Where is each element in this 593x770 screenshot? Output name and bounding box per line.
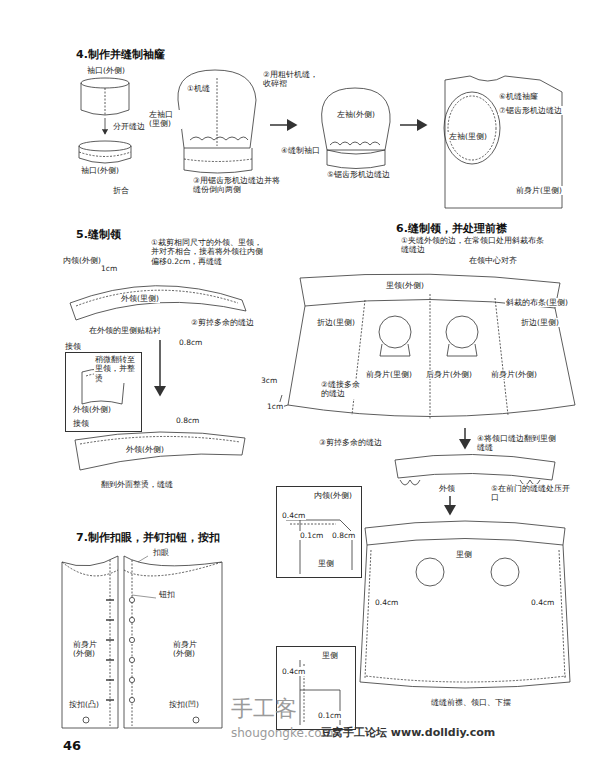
- callout-label: 0.4cm: [530, 598, 555, 607]
- callout-label: 左袖(里侧): [448, 132, 488, 141]
- callout-label: 钮扣: [158, 590, 176, 599]
- callout-label: 接领: [64, 342, 82, 351]
- section-heading: 46: [62, 738, 82, 754]
- section-heading: 6.缝制领，并处理前襟: [395, 222, 508, 236]
- bodice-piece: [444, 76, 562, 208]
- callout-label: 斜裁的布条(里侧): [505, 298, 569, 307]
- callout-label: ②缝接多余的缝边: [320, 380, 362, 399]
- button: [129, 677, 134, 682]
- callout-label: 袖口(外侧): [86, 66, 126, 75]
- buttonhole: [106, 679, 114, 680]
- buttonhole: [106, 619, 114, 620]
- callout-label: ②剪掉多余的缝边: [190, 318, 255, 327]
- callout-label: ①夹缝外领的边，在常领口处用斜裁布条缝缝边: [400, 236, 547, 255]
- callout-label: 外领(外侧): [125, 445, 165, 454]
- callout-label: ⑦锯齿形机边缝边: [498, 106, 563, 115]
- callout-label: 内领(外侧): [62, 256, 102, 265]
- callout-label: 袖口(外侧): [80, 166, 120, 175]
- callout-label: 1cm: [100, 264, 118, 273]
- section-heading: 5.缝制领: [75, 228, 122, 242]
- collar-pieces: [70, 286, 246, 470]
- callout-label: 3cm: [260, 376, 278, 385]
- callout-label: 折合: [112, 186, 130, 195]
- callout-label: 前身片(里侧): [515, 186, 563, 195]
- callout-label: ③用锯齿形机边缝边并将缝份倒向两侧: [192, 176, 286, 195]
- callout-label: 左袖口(里侧): [148, 110, 182, 129]
- callout-label: ③剪掉多余的缝边: [318, 438, 383, 447]
- callout-label: 左袖(外侧): [336, 110, 376, 119]
- callout-label: ⑥机缝袖窿: [498, 92, 539, 101]
- callout-label: ⑤锯齿形机边缝边: [326, 170, 391, 179]
- button: [129, 657, 134, 662]
- inset-label: 外领(外侧): [72, 405, 112, 414]
- button: [129, 597, 134, 602]
- callout-label: 扣眼: [152, 548, 170, 557]
- callout-label: 前身片(外侧): [490, 370, 538, 379]
- inset-label: 0.4cm: [281, 667, 306, 676]
- callout-label: 在外领的里侧贴粘衬: [88, 326, 162, 335]
- gathered-sleeve: [322, 88, 426, 169]
- buttons-and-holes: [106, 597, 135, 702]
- inset-label: 稍微翻转至里领，并整烫: [94, 355, 138, 383]
- button: [129, 617, 134, 622]
- callout-label: 后身片(外侧): [425, 370, 473, 379]
- inset-label: 里侧: [317, 559, 335, 568]
- inset-box: 稍微翻转至里领，并整烫外领(外侧) 接领: [65, 352, 142, 432]
- callout-label: 在领中心对齐: [468, 256, 518, 265]
- buttonhole: [106, 639, 114, 640]
- callout-label: ②用粗针机缝，收碎褶: [262, 70, 326, 89]
- callout-label: 前身片(里侧): [365, 370, 413, 379]
- inset-label: 0.4cm: [281, 511, 306, 520]
- callout-label: ①裁剪相同尺寸的外领、里领，并对齐相合，接着将外领往内侧偏移0.2cm，再缝缝: [150, 238, 264, 266]
- buttonhole: [106, 599, 114, 600]
- watermark: 手工客: [230, 695, 298, 723]
- callout-label: 折边(里侧): [316, 318, 356, 327]
- callout-label: 0.8cm: [178, 338, 203, 347]
- watermark: shougongke.com: [230, 726, 334, 741]
- callout-label: 按扣(凸): [68, 700, 100, 709]
- callout-label: 分开缝边: [112, 122, 146, 131]
- callout-label: 缝缝前襟、领口、下摆: [430, 698, 512, 707]
- callout-label: ④将领口缝边翻到里侧缝缝: [476, 434, 558, 453]
- callout-label: 前身片(外侧): [172, 640, 204, 659]
- callout-label: 里领(外侧): [385, 281, 425, 290]
- inset-label: 里侧: [321, 651, 339, 660]
- watermark: 豆窝手工论坛 www.dolldiy.com: [320, 726, 496, 740]
- callout-label: 里侧: [455, 550, 473, 559]
- button: [129, 697, 134, 702]
- buttonhole: [106, 699, 114, 700]
- callout-label: 外领(里侧): [120, 294, 160, 303]
- callout-label: 1cm: [266, 402, 284, 411]
- callout-label: 前身片(外侧): [72, 640, 104, 659]
- inset-label: 0.1cm: [299, 531, 324, 540]
- callout-label: 0.8cm: [175, 416, 200, 425]
- callout-label: ①机缝: [186, 84, 211, 93]
- callout-label: 外领: [438, 484, 456, 493]
- inset-label: 接领: [72, 419, 90, 428]
- callout-label: 0.4cm: [374, 598, 399, 607]
- inset-label: 0.8cm: [331, 531, 356, 540]
- section-heading: 7.制作扣眼，并钉扣钮，按扣: [75, 531, 221, 545]
- section-heading: 4.制作并缝制袖窿: [75, 48, 166, 62]
- inset-label: 内领(外侧): [313, 491, 353, 500]
- front-closure: [62, 556, 222, 728]
- inset-box: 内领(外侧) 0.4cm 0.1cm 0.8cm 里侧: [276, 486, 362, 578]
- inset-label: 0.1cm: [317, 711, 342, 720]
- buttonhole: [106, 659, 114, 660]
- callout-label: 翻到外面整烫，缝缝: [100, 480, 174, 489]
- button: [129, 637, 134, 642]
- callout-label: ⑤在前门的缝缝处压开口: [490, 484, 577, 503]
- cuff-tube: [79, 78, 131, 163]
- callout-label: 按扣(凹): [168, 700, 200, 709]
- callout-label: 折边(里侧): [520, 318, 560, 327]
- callout-label: ④缝制袖口: [280, 146, 321, 155]
